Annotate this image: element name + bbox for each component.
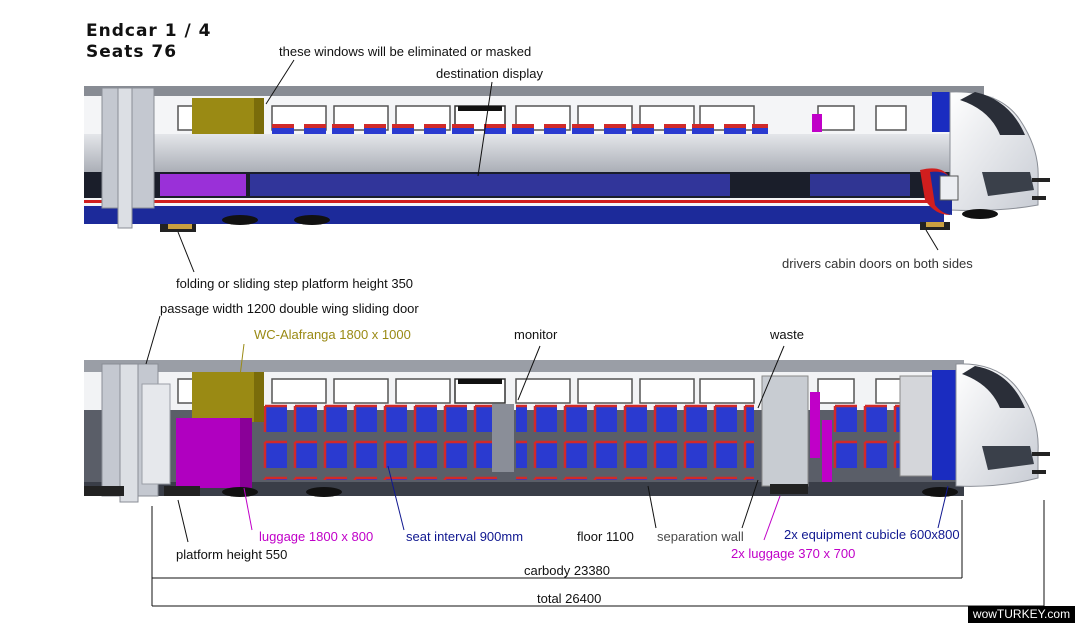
- bottom-train-view: [84, 360, 1050, 503]
- label-equipment-cubicle: 2x equipment cubicle 600x800: [784, 527, 960, 542]
- title-endcar: Endcar 1 / 4: [86, 21, 212, 41]
- label-destination-display: destination display: [436, 66, 543, 81]
- label-platform-height: platform height 550: [176, 547, 288, 562]
- label-luggage: luggage 1800 x 800: [259, 529, 374, 544]
- top-train-view: [84, 86, 1050, 232]
- label-floor: floor 1100: [577, 529, 634, 544]
- label-folding-step: folding or sliding step platform height …: [176, 276, 414, 291]
- label-drivers-doors: drivers cabin doors on both sides: [782, 256, 973, 271]
- label-windows-eliminated: these windows will be eliminated or mask…: [279, 44, 532, 59]
- label-total: total 26400: [537, 591, 602, 606]
- label-luggage-2x: 2x luggage 370 x 700: [731, 546, 856, 561]
- title-seats: Seats 76: [86, 42, 178, 62]
- label-monitor: monitor: [514, 327, 558, 342]
- label-wc: WC-Alafranga 1800 x 1000: [254, 327, 411, 342]
- colored-leader-lines: [239, 343, 949, 541]
- label-passage-width: passage width 1200 double wing sliding d…: [160, 301, 419, 316]
- watermark: wowTURKEY.com: [968, 606, 1075, 623]
- label-carbody: carbody 23380: [524, 563, 611, 578]
- leader-lines: [145, 59, 1045, 607]
- label-seat-interval: seat interval 900mm: [406, 529, 524, 544]
- label-waste: waste: [770, 327, 804, 342]
- label-separation-wall: separation wall: [657, 529, 744, 544]
